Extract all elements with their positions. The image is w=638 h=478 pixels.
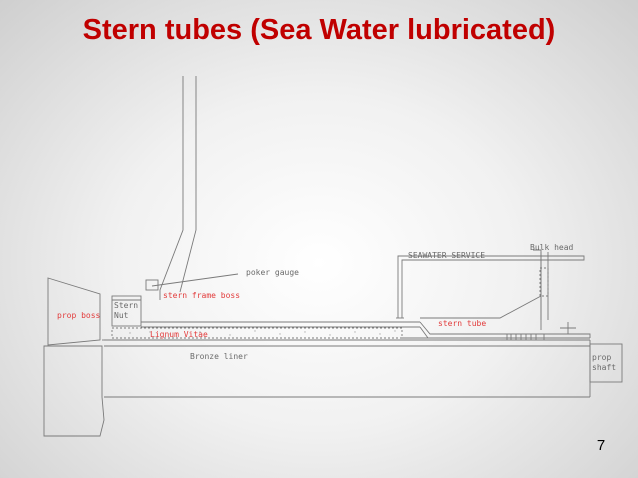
label-lignum-vitae: Lignum Vitae: [150, 330, 208, 339]
label-prop-shaft-1: prop: [592, 353, 611, 362]
page-number: 7: [596, 437, 606, 454]
stern-nut: [111, 295, 142, 327]
prop-hub: [43, 345, 105, 437]
label-prop-shaft-2: shaft: [592, 363, 616, 372]
label-prop-boss: prop boss: [57, 311, 101, 320]
stern-frame: [159, 76, 184, 300]
stern-frame-inner: [179, 76, 197, 293]
prop-boss: [47, 277, 101, 346]
label-stern-frame-boss: stern frame boss: [163, 291, 240, 300]
gland-packing: [506, 333, 545, 341]
lignum-vitae-bearing: [111, 327, 403, 339]
label-stern-nut-2: Nut: [114, 311, 129, 320]
label-poker-gauge: poker gauge: [246, 268, 299, 277]
label-seawater-service: SEAWATER SERVICE: [408, 251, 485, 260]
label-stern-nut-1: Stern: [114, 301, 138, 310]
label-stern-tube: stern tube: [438, 319, 486, 328]
bulk-head: [540, 252, 549, 320]
slide-title: Stern tubes (Sea Water lubricated): [82, 14, 556, 46]
label-bronze-liner: Bronze liner: [190, 352, 248, 361]
poker-gauge-box: [145, 279, 159, 291]
label-bulk-head: Bulk head: [530, 243, 574, 252]
prop-shaft-end: [589, 343, 623, 383]
poker-gauge-leader: [151, 273, 239, 287]
lignum-vitae-hatching: [129, 330, 396, 336]
seawater-pipe: [397, 255, 585, 318]
